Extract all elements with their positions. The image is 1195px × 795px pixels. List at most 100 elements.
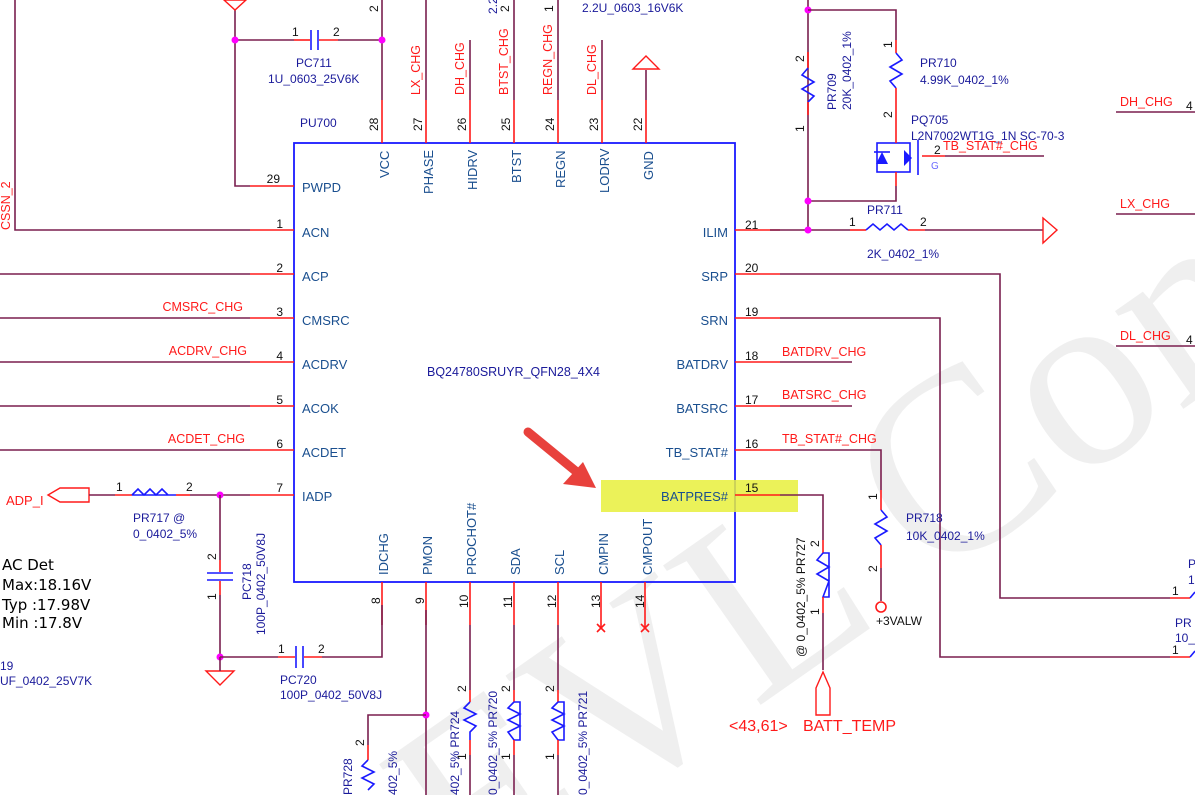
iadp-network: ADP_I 1 2 PR717 @ 0_0402_5% 2 1 PC718 10… — [6, 480, 383, 702]
ground-arrow-icon — [1042, 216, 1059, 245]
pin-name: BATDRV — [676, 357, 728, 372]
pr728-value: 402_5% — [386, 751, 400, 795]
pc711-ref: PC711 — [296, 56, 332, 70]
partial-value: UF_0402_25V7K — [0, 674, 92, 688]
gate-label: G — [931, 161, 939, 172]
top-net-wires — [425, 0, 661, 100]
pin-number: 2 — [499, 685, 513, 692]
net-label: ACDET_CHG — [168, 432, 245, 446]
resistor-icon — [550, 701, 566, 741]
net-label: TB_STAT#_CHG — [943, 139, 1038, 153]
note-title: AC Det — [2, 556, 54, 574]
pc720-ref: PC720 — [280, 673, 317, 687]
pin-number: 1 — [543, 753, 557, 760]
note-typ: Typ :17.98V — [1, 596, 91, 614]
pc718-value: 100P_0402_50V8J — [254, 533, 268, 635]
pin-number: 19 — [745, 305, 759, 319]
pr721-label: 0_0402_5% PR721 — [576, 691, 590, 795]
pin-number: 2 — [333, 25, 340, 39]
pin-name: ACDET — [302, 445, 346, 460]
pin-number: 1 — [793, 125, 807, 132]
ground-arrow-icon — [631, 55, 661, 70]
batt-temp-label[interactable]: BATT_TEMP — [803, 718, 896, 735]
pin-number: 3 — [276, 305, 283, 319]
pr720-label: 0_0402_5% PR720 — [486, 691, 500, 795]
pr711-value: 2K_0402_1% — [867, 247, 939, 261]
pin-number: 1 — [455, 753, 469, 760]
pq705-value: L2N7002WT1G_1N SC-70-3 — [911, 129, 1065, 143]
pin-number: 20 — [745, 261, 759, 275]
pin-name: ACN — [302, 225, 329, 240]
chip-part-number: BQ24780SRUYR_QFN28_4X4 — [427, 365, 600, 379]
left-pins — [250, 185, 294, 496]
resistor-icon — [360, 759, 376, 791]
pin-number: 23 — [587, 117, 601, 131]
pin-name: IDCHG — [376, 533, 391, 575]
note-min: Min :17.8V — [2, 614, 83, 632]
partial-ref: 2.2 — [486, 0, 500, 14]
pq705-ref: PQ705 — [911, 113, 949, 127]
pin-number: 2 — [498, 5, 512, 12]
pin-number: 26 — [455, 117, 469, 131]
pin-name: SCL — [552, 550, 567, 575]
ground-arrow-icon — [222, 0, 248, 11]
ilim-network: 2 1 PR709 20K_0402_1% 1 2 PR710 4.99K_04… — [770, 0, 1065, 261]
pin-number: 12 — [545, 594, 559, 608]
pr717-ref: PR717 @ — [133, 511, 185, 525]
mosfet-icon — [874, 125, 919, 186]
resistor-icon — [800, 67, 816, 103]
right-pin-labels: 21 ILIM 20 SRP 19 SRN 18 BATDRV BATDRV_C… — [661, 218, 877, 504]
net-label: TB_STAT#_CHG — [782, 432, 877, 446]
power-rail-icon — [875, 601, 887, 613]
pin-name: REGN — [553, 150, 568, 188]
pin-name: HIDRV — [465, 149, 480, 190]
pin-name: ILIM — [703, 225, 728, 240]
power-net-label: +3VALW — [876, 614, 923, 628]
pr718-value: 10K_0402_1% — [906, 529, 985, 543]
pr711-ref: PR711 — [867, 203, 903, 217]
pin-name: ACP — [302, 269, 329, 284]
far-right-nets: DH_CHG 4 LX_CHG DL_CHG 4 — [1116, 95, 1195, 347]
pin-number: 1 — [205, 593, 219, 600]
net-label: BTST_CHG — [497, 28, 511, 95]
note-max: Max:18.16V — [2, 576, 92, 594]
partial-ref: 19 — [0, 659, 14, 673]
pin-number: 1 — [292, 25, 299, 39]
pin-number: 2 — [793, 55, 807, 62]
pin-name: SRN — [701, 313, 728, 328]
resistor-icon — [815, 552, 831, 598]
left-net-wires — [0, 273, 250, 451]
net-label: DL_CHG — [585, 44, 599, 95]
pin-number: 2 — [881, 111, 895, 118]
pin-number: 4 — [1186, 333, 1193, 347]
batpres-pin-name[interactable]: BATPRES# — [661, 489, 729, 504]
net-label: ACDRV_CHG — [169, 344, 247, 358]
pin-number: 24 — [543, 117, 557, 131]
pin-name: BTST — [509, 150, 524, 183]
net-label: BATDRV_CHG — [782, 345, 866, 359]
pin-number: 2 — [318, 642, 325, 656]
net-label: CMSRC_CHG — [162, 300, 243, 314]
pin-number: 22 — [631, 117, 645, 131]
batt-temp-ref: <43,61> — [729, 718, 788, 735]
pin-number: 11 — [501, 595, 515, 608]
pin-number: 1 — [866, 493, 880, 500]
pr717-value: 0_0402_5% — [133, 527, 197, 541]
pin-number: 15 — [745, 481, 759, 495]
pin-name: CMPIN — [596, 533, 611, 575]
net-label: DH_CHG — [453, 42, 467, 95]
pin-name: PROCHOT# — [464, 502, 479, 575]
batpres-highlight — [601, 480, 798, 512]
pin-number: 2 — [205, 553, 219, 560]
pin-number: 5 — [276, 393, 283, 407]
resistor-icon — [506, 701, 522, 741]
pin-number: 2 — [866, 565, 880, 572]
bottom-resistors: 2 PR728 402_5% 2 1 402_5% PR724 2 1 0_04… — [341, 610, 650, 795]
pin-number: 2 — [353, 739, 367, 746]
ac-det-note: AC Det Max:18.16V Typ :17.98V Min :17.8V… — [0, 556, 92, 688]
left-pin-labels: 29 PWPD 1 ACN 2 ACP 3 CMSRC CMSRC_CHG 4 … — [162, 172, 349, 504]
pr728-ref: PR728 — [341, 758, 355, 795]
offpage-connector-icon — [815, 670, 831, 716]
pin-number: 1 — [1172, 584, 1179, 598]
net-label: CSSN_2 — [0, 181, 13, 230]
